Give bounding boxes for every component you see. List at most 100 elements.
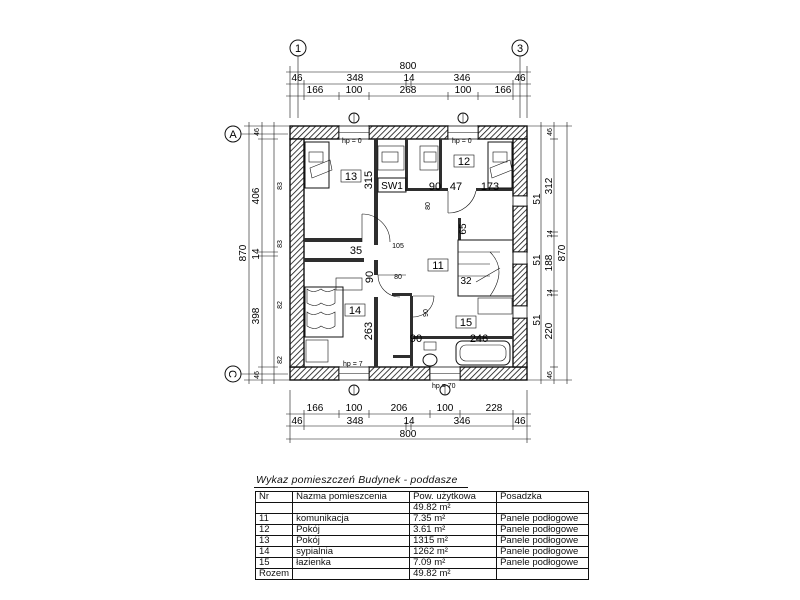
dim-bottom-overall: 800 [400,429,417,440]
floor-plan: 1 3 A C 800 46 348 14 346 [224,39,572,443]
dim-top-overall: 800 [400,61,417,72]
room-13-label: 13 [345,171,357,183]
dim-top-seg-2: 14 [403,73,415,84]
cell [292,568,411,580]
dim-right-overall: 870 [557,244,568,261]
dim-top-seg-0: 46 [291,73,303,84]
schedule-title: Wykaz pomieszczeń Budynek - poddasze [256,474,458,486]
dim-top-open-3: 100 [455,85,472,96]
cell: 49.82 m² [409,502,498,514]
dim-left-seg-2: 14 [251,248,262,260]
cell: Panele podłogowe [496,513,590,525]
cell: 15 [254,557,294,569]
dim-left-open-0: 83 [277,182,284,190]
dim-right-open-0: 51 [532,193,543,205]
dim-90-c: 90 [410,333,422,345]
dim-left-overall: 870 [238,244,249,261]
schedule-title-underline [254,487,468,488]
dim-right-open-1: 51 [532,254,543,266]
dim-bottom-open-3: 100 [437,403,454,414]
window-sill-label-3: hp = 7 [343,361,363,368]
header-name: Nazma pomieszcenia [292,491,411,503]
dim-right-seg-6: 46 [547,371,554,379]
shaft-label: SW1 [381,181,403,192]
dim-bottom-seg-0: 46 [291,416,303,427]
cell: Panele podłogowe [496,524,590,536]
dim-bottom-seg-4: 46 [514,416,526,427]
dim-right-seg-1: 312 [544,177,555,194]
dimensions-left: 870 46 406 14 398 46 83 83 82 82 [238,122,290,384]
cell: 12 [254,524,294,536]
dim-bottom-seg-2: 14 [403,416,415,427]
dimensions-bottom: 166 100 206 100 228 46 348 14 346 46 800 [286,390,531,443]
dim-left-open-2: 82 [277,301,284,309]
cell [254,502,294,514]
dim-173: 173 [481,181,499,193]
windows [338,112,528,396]
table-row: Rozem 49.82 m² [254,568,590,580]
cell: Panele podłogowe [496,535,590,547]
interior-dimensions: 315 90 47 173 35 90 263 246 90 65 32 80 … [350,171,499,345]
window-sill-label-1: hp = 0 [342,138,362,145]
cell: komunikacja [292,513,411,525]
axis-1-label: 1 [295,43,301,55]
dim-right-seg-0: 46 [547,128,554,136]
cell: 1262 m² [409,546,498,558]
dim-90-b: 90 [364,271,376,283]
table-row: 11 komunikacja 7.35 m² Panele podłogowe [254,513,590,525]
header-floor: Posadzka [496,491,590,503]
header-area: Pow. użytkowa [409,491,498,503]
dim-left-seg-4: 46 [254,371,261,379]
dim-bottom-seg-3: 346 [454,416,471,427]
cell [292,502,411,514]
cell: Pokój [292,524,411,536]
dim-right-seg-2: 14 [547,230,554,238]
cell: Panele podłogowe [496,557,590,569]
cell: Pokój [292,535,411,547]
dim-35: 35 [350,245,362,257]
cell: 3.61 m² [409,524,498,536]
dim-right-seg-5: 220 [544,322,555,339]
dim-246: 246 [470,333,488,345]
room-11-label: 11 [432,260,443,272]
table-row: 14 sypialnia 1262 m² Panele podłogowe [254,546,590,558]
exterior-walls [289,125,528,381]
dim-right-seg-4: 14 [547,289,554,297]
cell: 49.82 m² [409,568,498,580]
dim-90-v: 90 [423,309,430,317]
room-14-label: 14 [349,305,361,317]
header-nr: Nr [254,491,294,503]
dim-top-seg-1: 348 [347,73,364,84]
cell: 1315 m² [409,535,498,547]
table-header-row: Nr Nazma pomieszcenia Pow. użytkowa Posa… [254,491,590,503]
cell: Panele podłogowe [496,546,590,558]
cell: sypialnia [292,546,411,558]
dim-bottom-seg-1: 348 [347,416,364,427]
dim-right-seg-3: 188 [544,254,555,271]
dim-315: 315 [363,171,375,189]
dim-bottom-open-0: 166 [307,403,324,414]
dim-263: 263 [363,322,375,340]
dim-left-seg-1: 406 [251,187,262,204]
axis-A-label: A [229,129,237,141]
cell: Rozem [254,568,294,580]
dim-top-open-0: 166 [307,85,324,96]
interior-walls [304,139,513,367]
dim-top-open-1: 100 [346,85,363,96]
doors [361,190,477,318]
table-row: 49.82 m² [254,502,590,514]
dim-80-b: 80 [394,274,402,281]
dim-top-seg-4: 46 [514,73,526,84]
dim-left-seg-0: 46 [254,128,261,136]
dim-105: 105 [392,243,404,250]
dimensions-top: 800 46 348 14 346 46 166 100 268 100 166 [286,61,531,118]
dim-80-a: 80 [425,202,432,210]
dim-top-open-2: 268 [400,85,417,96]
dim-right-open-2: 51 [532,314,543,326]
dim-bottom-open-2: 206 [391,403,408,414]
fixtures [304,141,514,367]
cell: 7.09 m² [409,557,498,569]
dim-left-seg-3: 398 [251,307,262,324]
dim-47: 47 [450,181,462,193]
table-row: 13 Pokój 1315 m² Panele podłogowe [254,535,590,547]
